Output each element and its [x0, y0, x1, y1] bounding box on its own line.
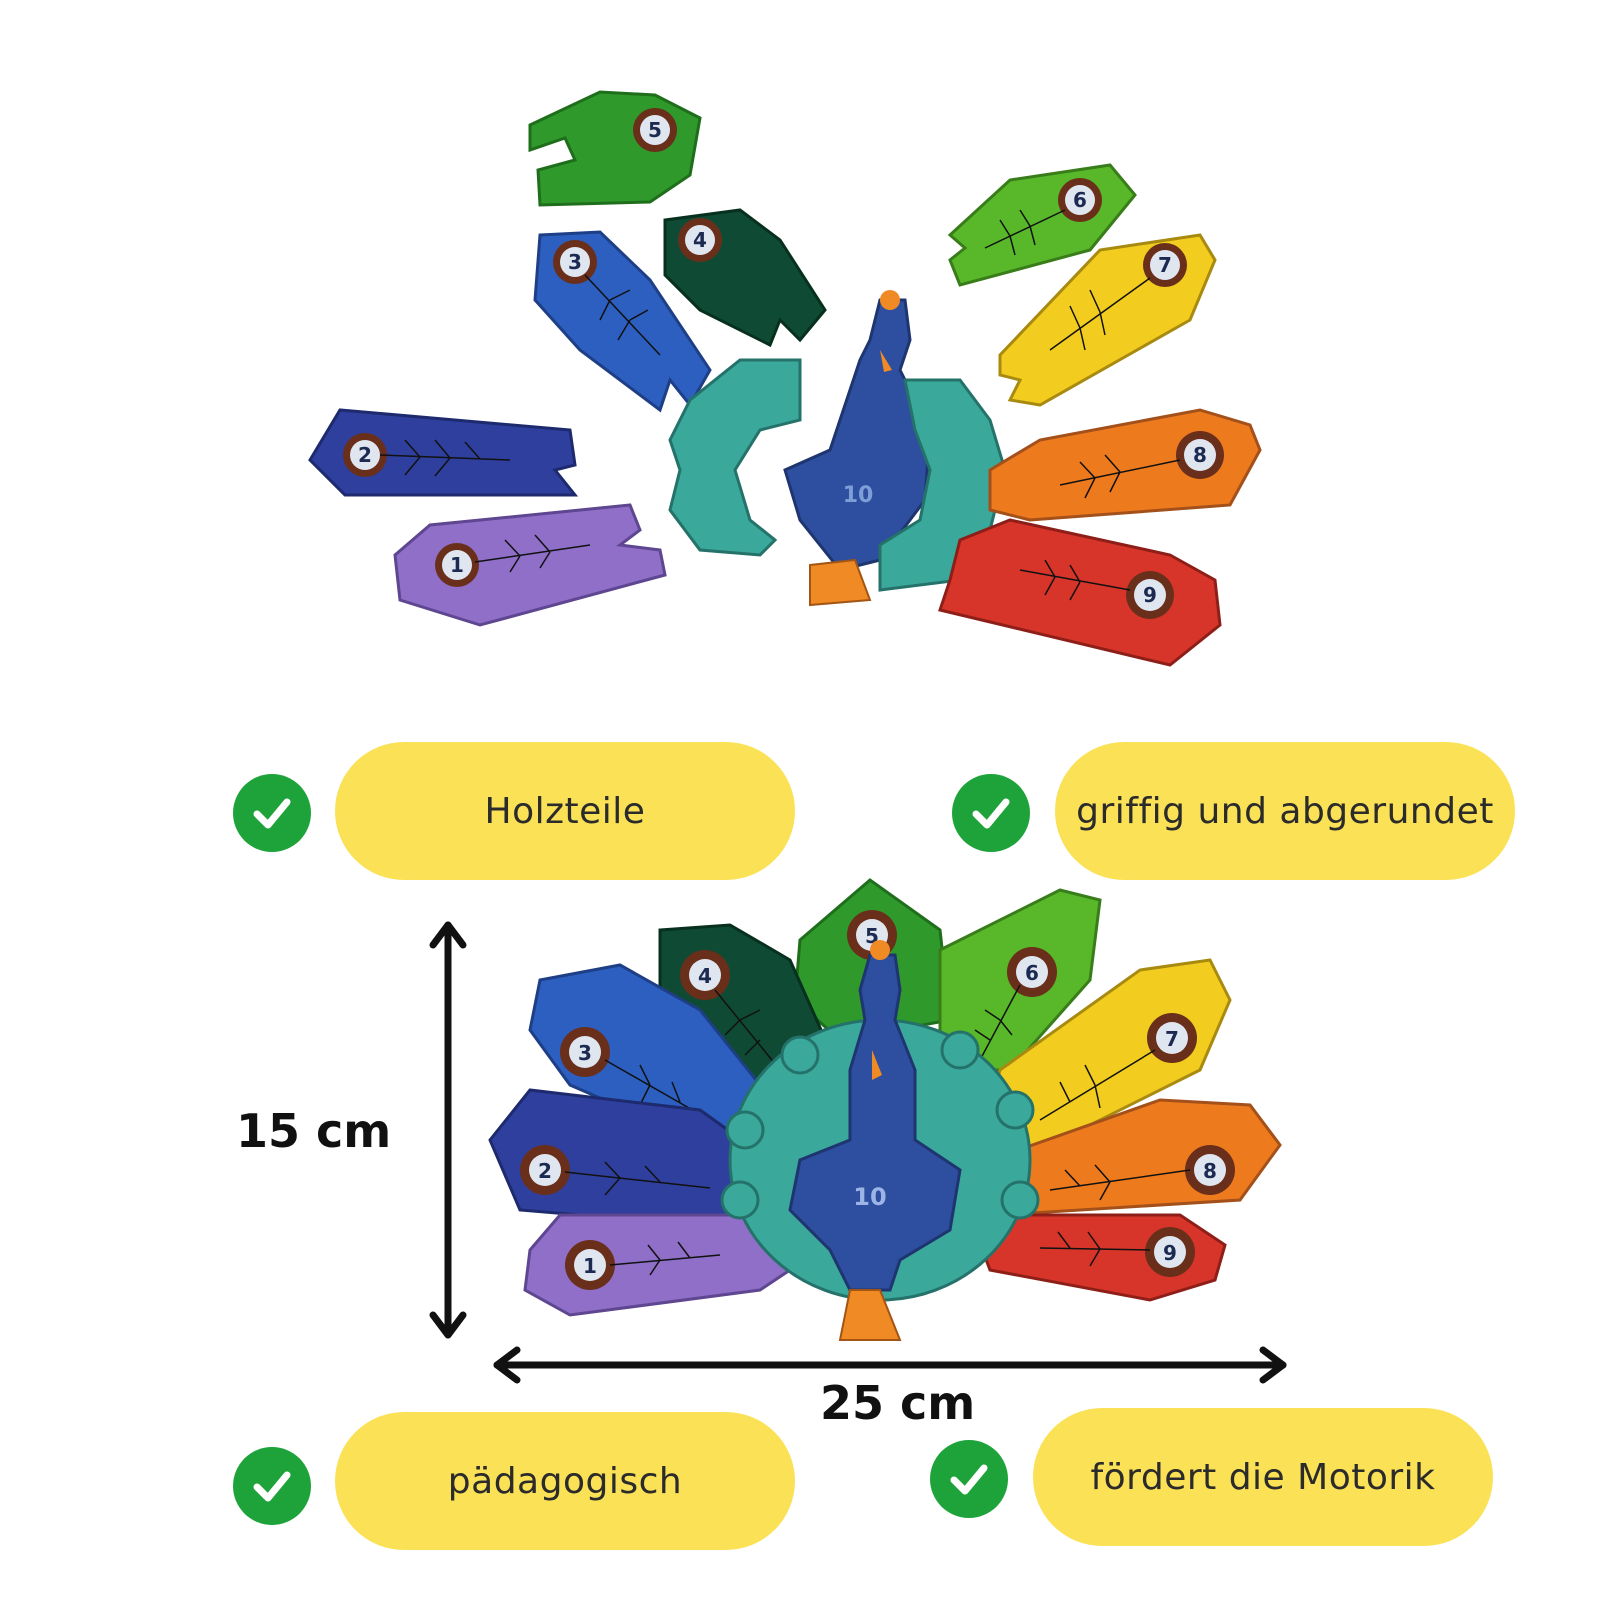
- assembled-number-1: 1: [583, 1254, 597, 1278]
- assembled-number-7: 7: [1165, 1027, 1179, 1051]
- loose-number-8: 8: [1193, 443, 1207, 467]
- check-icon-motorik: [930, 1440, 1008, 1518]
- assembled-feather-1: 1: [523, 1213, 792, 1317]
- feature-badge-motorik: fördert die Motorik: [1033, 1408, 1493, 1546]
- loose-feather-piece-1: 1: [393, 503, 667, 627]
- assembled-body: 10: [788, 940, 962, 1341]
- feature-label: griffig und abgerundet: [1076, 790, 1494, 832]
- loose-number-7: 7: [1158, 253, 1172, 277]
- width-arrow: [493, 1346, 1287, 1384]
- loose-number-6: 6: [1073, 188, 1087, 212]
- loose-feather-piece-8: 8: [988, 408, 1262, 522]
- loose-number-2: 2: [358, 443, 372, 467]
- check-icon-holzteile: [233, 774, 311, 852]
- width-label: 25 cm: [820, 1376, 976, 1430]
- assembled-number-6: 6: [1025, 961, 1039, 985]
- feature-label: Holzteile: [484, 790, 646, 832]
- loose-feather-piece-2: 2: [308, 408, 579, 497]
- check-icon-griffig: [952, 774, 1030, 852]
- loose-feather-piece-5: 5: [528, 90, 702, 207]
- feature-badge-griffig: griffig und abgerundet: [1055, 742, 1515, 880]
- loose-number-3: 3: [568, 250, 582, 274]
- assembled-number-4: 4: [698, 964, 712, 988]
- loose-number-9: 9: [1143, 583, 1157, 607]
- loose-number-4: 4: [693, 228, 707, 252]
- loose-feather-piece-3: 3: [533, 230, 712, 413]
- assembled-body-number: 10: [853, 1183, 886, 1211]
- feature-label: pädagogisch: [447, 1460, 683, 1502]
- assembled-feather-6: 6: [938, 888, 1102, 1072]
- loose-feather-piece-9: 9: [938, 518, 1222, 667]
- assembled-peacock-photo: 5 4 6 3 7 2 8 1: [429, 878, 1287, 1384]
- height-arrow: [429, 921, 467, 1339]
- check-icon-paedagogisch: [233, 1447, 311, 1525]
- loose-number-5: 5: [648, 118, 662, 142]
- assembled-number-9: 9: [1163, 1241, 1177, 1265]
- loose-feather-piece-6: 6: [947, 163, 1137, 287]
- assembled-number-8: 8: [1203, 1159, 1217, 1183]
- loose-body-piece: 10: [783, 290, 932, 607]
- feature-label: fördert die Motorik: [1090, 1456, 1436, 1498]
- feature-badge-holzteile: Holzteile: [335, 742, 795, 880]
- assembled-number-3: 3: [578, 1041, 592, 1065]
- loose-ring-left: [668, 358, 802, 557]
- loose-feather-piece-7: 7: [998, 233, 1217, 407]
- height-label: 15 cm: [236, 1104, 392, 1158]
- loose-number-1: 1: [450, 553, 464, 577]
- loose-body-number: 10: [843, 483, 874, 508]
- loose-pieces-photo: 5 4 3 2 1 10: [308, 90, 1262, 667]
- assembled-number-2: 2: [538, 1159, 552, 1183]
- feature-badge-paedagogisch: pädagogisch: [335, 1412, 795, 1550]
- loose-feather-piece-4: 4: [663, 208, 827, 348]
